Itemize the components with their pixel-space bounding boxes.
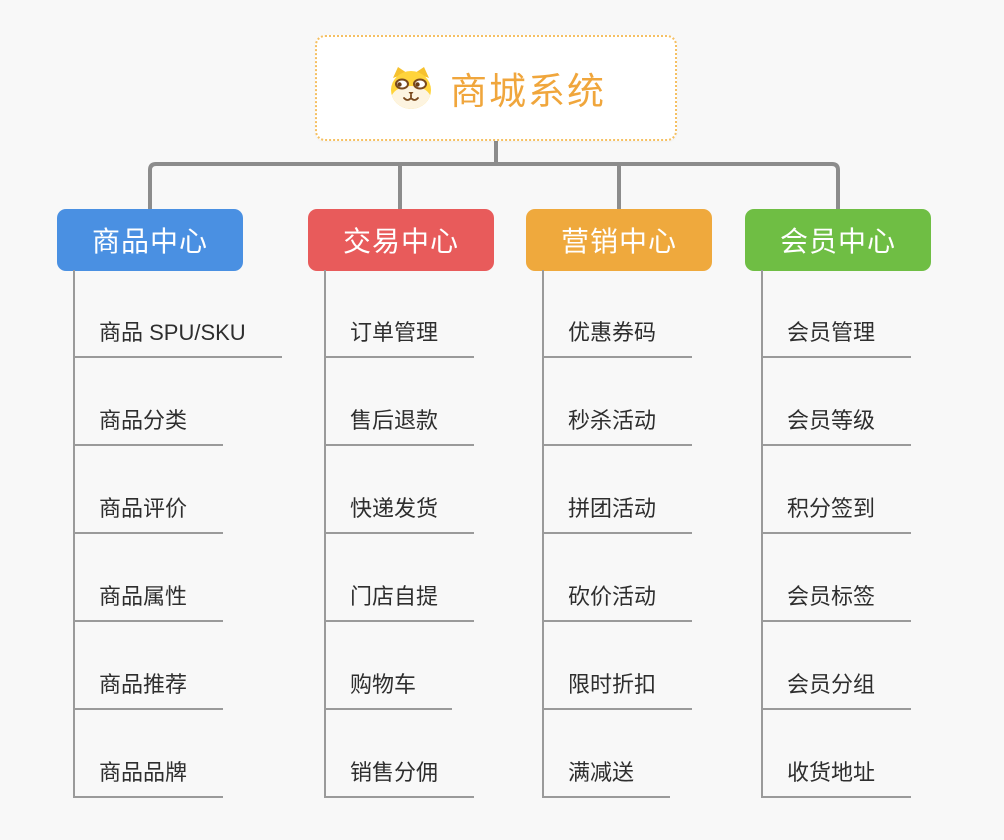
- child-node-label[interactable]: 砍价活动: [544, 579, 693, 622]
- child-node-label[interactable]: 拼团活动: [544, 491, 693, 534]
- child-node-label[interactable]: 限时折扣: [544, 667, 693, 710]
- child-node: 商品分类: [75, 358, 282, 446]
- child-node: 商品品牌: [75, 710, 282, 798]
- child-node: 优惠券码: [544, 270, 693, 358]
- child-node-label[interactable]: 门店自提: [326, 579, 475, 622]
- child-node: 门店自提: [326, 534, 475, 622]
- child-node-label[interactable]: 商品 SPU/SKU: [75, 315, 282, 358]
- child-node: 商品推荐: [75, 622, 282, 710]
- child-node-label[interactable]: 订单管理: [326, 315, 475, 358]
- child-node-label[interactable]: 会员分组: [763, 667, 912, 710]
- child-node-label[interactable]: 优惠券码: [544, 315, 693, 358]
- child-node-label[interactable]: 售后退款: [326, 403, 475, 446]
- branch-label: 会员中心: [779, 226, 896, 257]
- child-node: 会员管理: [763, 270, 912, 358]
- branch-children-column: 商品 SPU/SKU 商品分类商品评价商品属性商品推荐商品品牌: [73, 270, 282, 798]
- branch-label: 交易中心: [342, 226, 459, 257]
- child-node: 商品属性: [75, 534, 282, 622]
- branch-children-column: 订单管理售后退款快递发货门店自提购物车销售分佣: [324, 270, 475, 798]
- branch-node-1[interactable]: 交易中心: [308, 209, 494, 271]
- child-node-label[interactable]: 购物车: [326, 667, 453, 710]
- branch-children-column: 会员管理会员等级积分签到会员标签会员分组收货地址: [761, 270, 912, 798]
- child-node-label[interactable]: 会员管理: [763, 315, 912, 358]
- child-node: 收货地址: [763, 710, 912, 798]
- child-node-label[interactable]: 快递发货: [326, 491, 475, 534]
- branch-node-0[interactable]: 商品中心: [57, 209, 243, 271]
- child-node-label[interactable]: 收货地址: [763, 755, 912, 798]
- branch-bus-line: [148, 162, 840, 209]
- child-node: 秒杀活动: [544, 358, 693, 446]
- child-node-label[interactable]: 商品品牌: [75, 755, 224, 798]
- child-node-label[interactable]: 商品评价: [75, 491, 224, 534]
- dog-face-icon: [391, 67, 431, 109]
- branch-node-3[interactable]: 会员中心: [745, 209, 931, 271]
- child-node: 限时折扣: [544, 622, 693, 710]
- child-node-label[interactable]: 会员等级: [763, 403, 912, 446]
- child-node: 商品评价: [75, 446, 282, 534]
- child-node-label[interactable]: 秒杀活动: [544, 403, 693, 446]
- child-node: 会员等级: [763, 358, 912, 446]
- child-node-label[interactable]: 商品属性: [75, 579, 224, 622]
- child-node: 满减送: [544, 710, 692, 798]
- child-node: 会员标签: [763, 534, 912, 622]
- child-node: 商品 SPU/SKU: [75, 270, 282, 358]
- child-node: 拼团活动: [544, 446, 693, 534]
- child-node: 购物车: [326, 622, 474, 710]
- child-node-label[interactable]: 商品推荐: [75, 667, 224, 710]
- child-node-label[interactable]: 满减送: [544, 755, 671, 798]
- branch-label: 营销中心: [560, 226, 677, 257]
- branch-children-column: 优惠券码秒杀活动拼团活动砍价活动限时折扣满减送: [542, 270, 693, 798]
- child-node: 快递发货: [326, 446, 475, 534]
- child-node-label[interactable]: 会员标签: [763, 579, 912, 622]
- child-node: 订单管理: [326, 270, 475, 358]
- root-title: 商城系统: [450, 71, 606, 112]
- child-node: 积分签到: [763, 446, 912, 534]
- child-node: 砍价活动: [544, 534, 693, 622]
- child-node: 会员分组: [763, 622, 912, 710]
- child-node-label[interactable]: 商品分类: [75, 403, 224, 446]
- branch-node-2[interactable]: 营销中心: [526, 209, 712, 271]
- child-node: 售后退款: [326, 358, 475, 446]
- root-node[interactable]: 商城系统: [315, 35, 677, 141]
- child-node-label[interactable]: 销售分佣: [326, 755, 475, 798]
- child-node-label[interactable]: 积分签到: [763, 491, 912, 534]
- branch-label: 商品中心: [91, 226, 208, 257]
- child-node: 销售分佣: [326, 710, 475, 798]
